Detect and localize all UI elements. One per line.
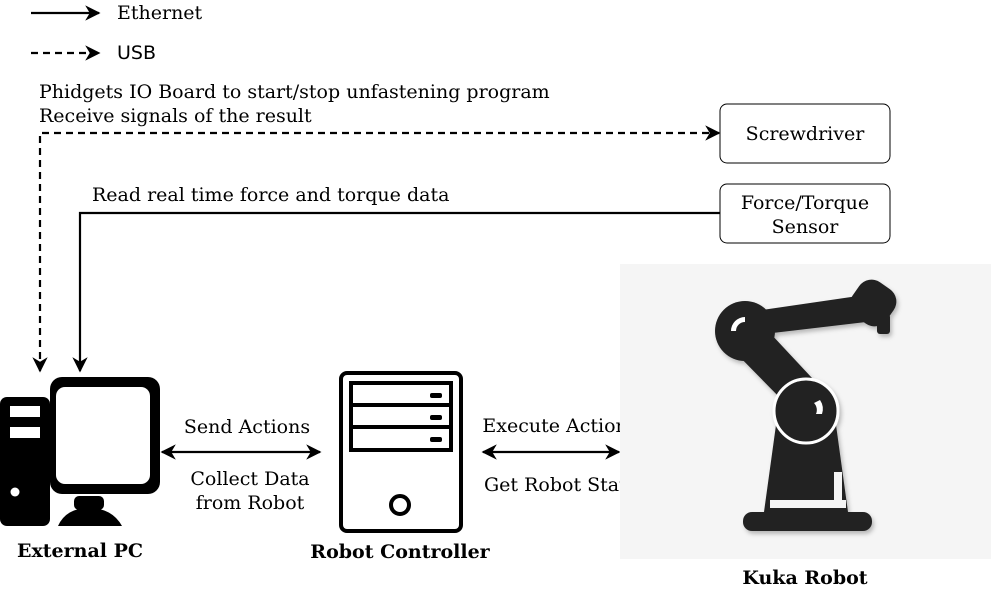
collect-data-label-line2: from Robot: [196, 492, 305, 514]
force-ethernet-connection: [72, 211, 720, 373]
industrial-robot-arm-icon: [715, 279, 897, 531]
screwdriver-label: Screwdriver: [746, 123, 866, 145]
external-pc-label: External PC: [17, 540, 143, 562]
force-torque-sensor-box: [719, 183, 891, 244]
legend-usb-label: USB: [117, 42, 156, 64]
force-data-label: Read real time force and torque data: [92, 184, 449, 206]
ft-sensor-label-line1: Force/Torque: [741, 192, 869, 214]
screwdriver-node: Screwdriver: [719, 103, 891, 164]
robot-controller-label: Robot Controller: [310, 541, 490, 563]
send-actions-label: Send Actions: [184, 416, 310, 438]
desktop-computer-icon: [0, 377, 160, 526]
screwdriver-box: [719, 103, 891, 164]
server-tower-icon: [339, 371, 463, 533]
legend-ethernet-label: Ethernet: [117, 2, 203, 24]
phidgets-label-line2: Receive signals of the result: [39, 105, 312, 127]
kuka-robot-label: Kuka Robot: [742, 567, 867, 589]
execute-actions-label: Execute Actions: [482, 415, 637, 437]
legend: Ethernet USB: [31, 2, 203, 64]
get-robot-state-label: Get Robot State: [484, 474, 638, 496]
usb-connection: [32, 125, 721, 373]
collect-data-label-line1: Collect Data: [190, 468, 309, 490]
phidgets-label-line1: Phidgets IO Board to start/stop unfasten…: [39, 81, 550, 103]
ft-sensor-label-line2: Sensor: [772, 216, 840, 238]
force-torque-sensor-node: Force/Torque Sensor: [719, 183, 891, 244]
